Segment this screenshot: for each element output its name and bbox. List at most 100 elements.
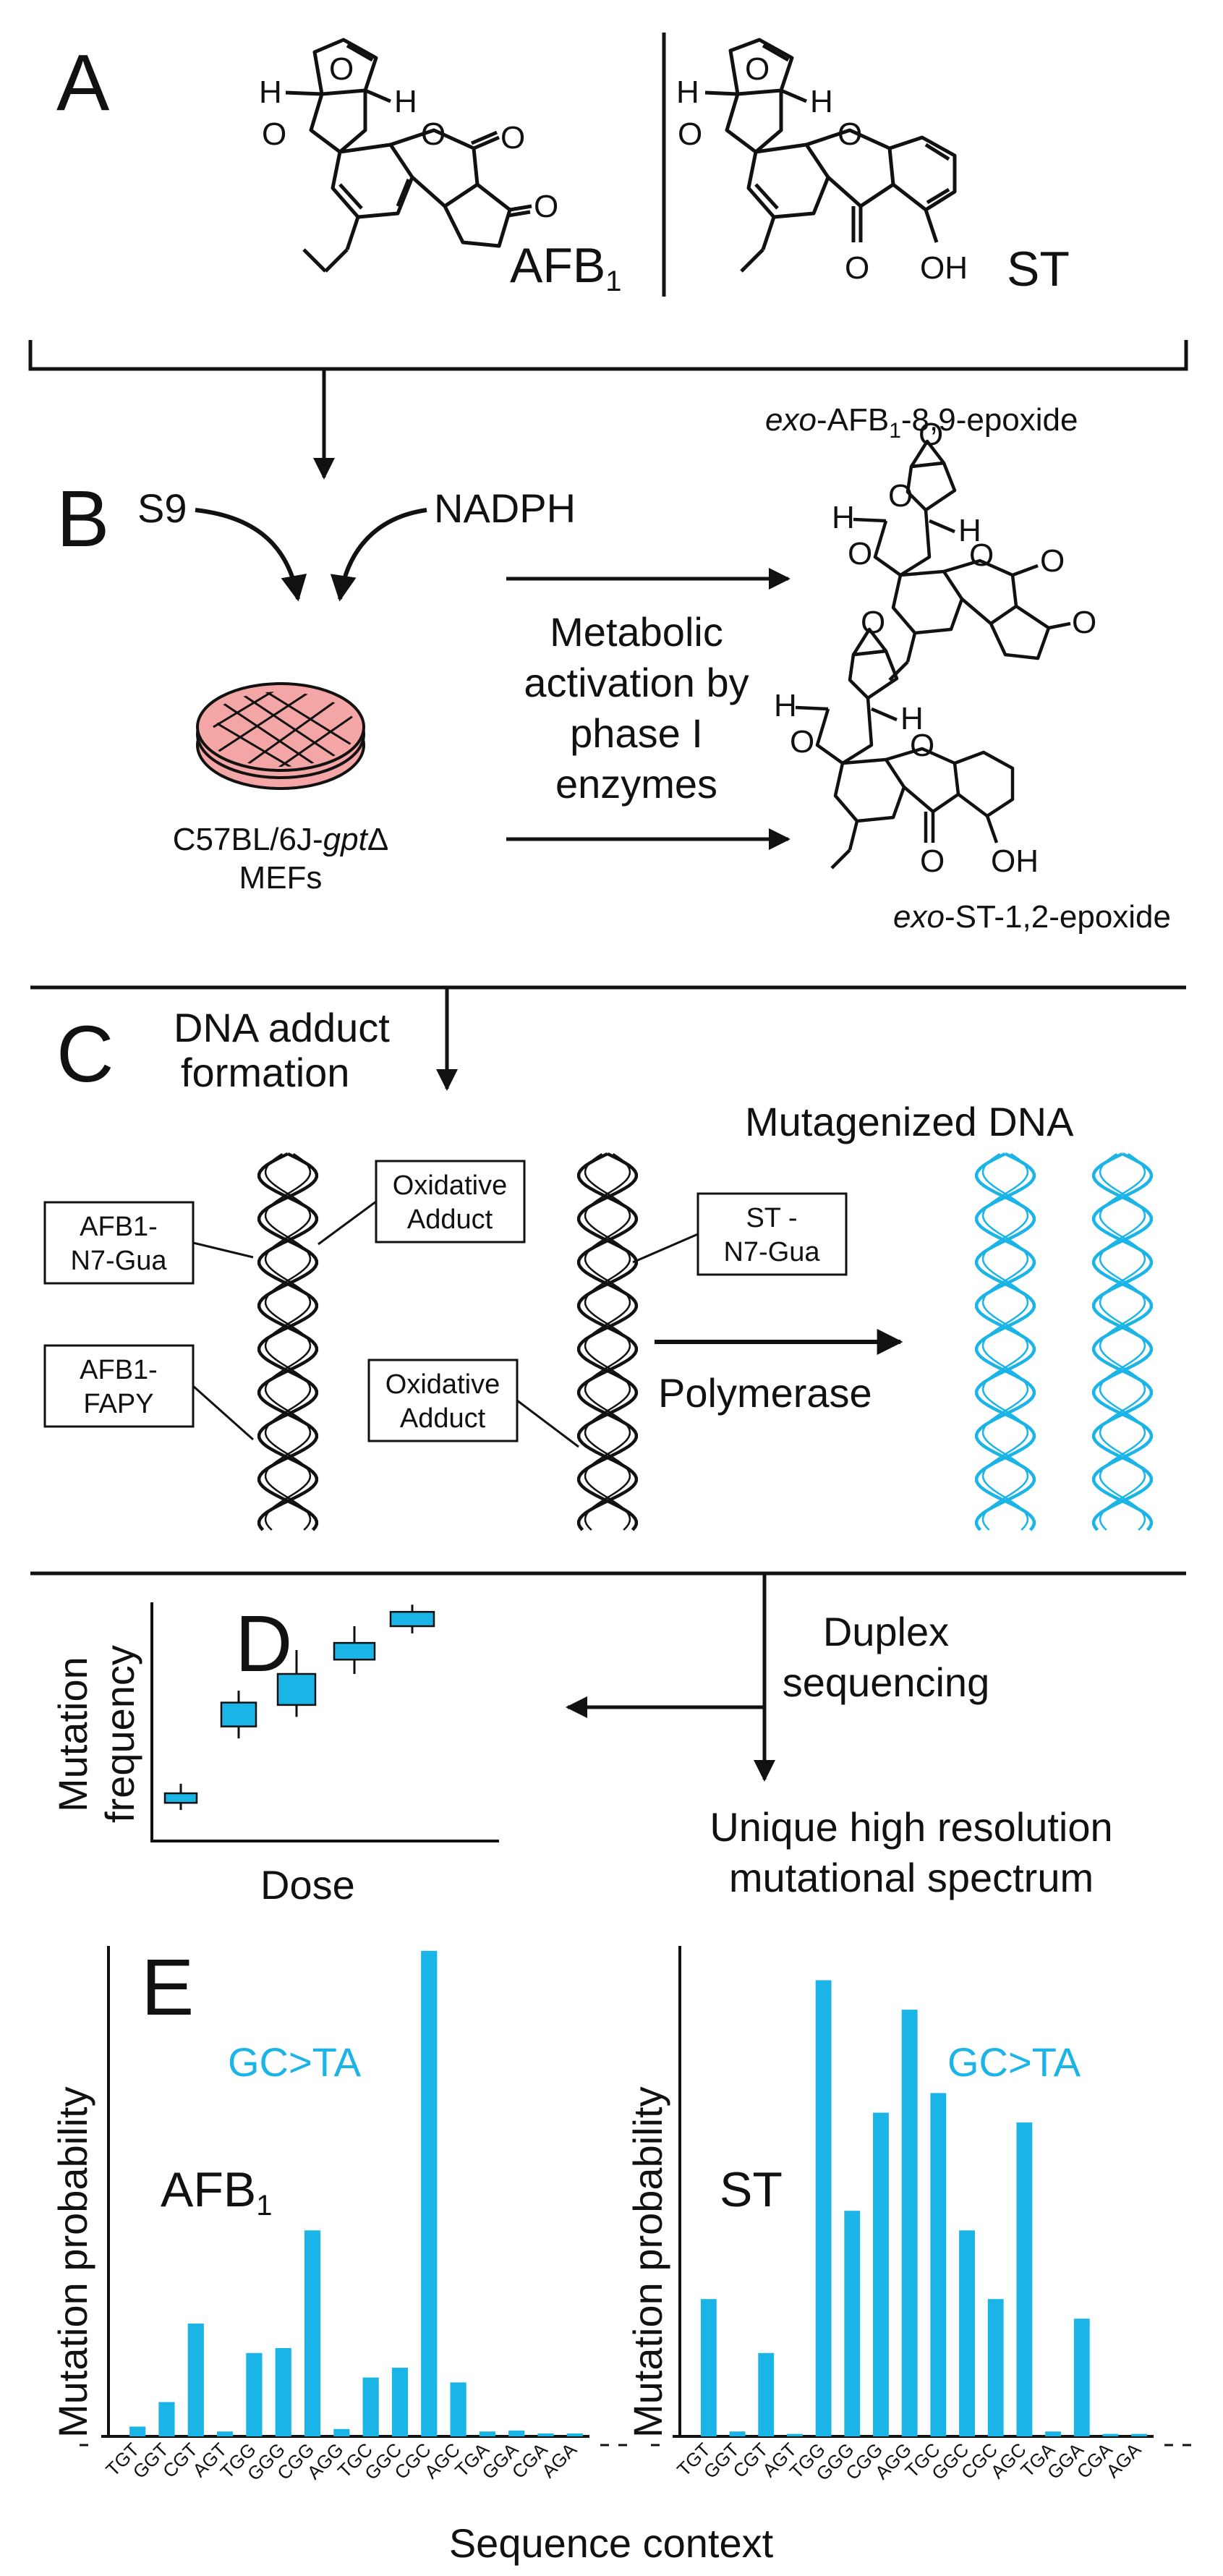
bar-aga: [566, 2433, 583, 2436]
panel-c-letter: C: [56, 1010, 114, 1099]
svg-text:H: H: [900, 701, 924, 736]
svg-text:H: H: [774, 688, 797, 723]
bar-gga: [508, 2430, 525, 2436]
activation-text: Metabolic activation by phase I enzymes: [524, 609, 749, 807]
bar-ggt: [158, 2402, 175, 2436]
afb1-o-carbonyl: O: [500, 120, 525, 156]
afb1-label: AFB1: [510, 238, 622, 297]
svg-text:O: O: [910, 728, 934, 763]
panel-a-bracket: [28, 340, 1188, 371]
st-ylabel: Mutation probability: [625, 2086, 670, 2438]
bar-tga: [479, 2431, 495, 2436]
bar-cga: [537, 2433, 554, 2436]
bar-ggc: [959, 2230, 975, 2436]
spectrum-line2: mutational spectrum: [729, 1855, 1094, 1900]
bar-ggg: [844, 2211, 861, 2436]
bar-cga: [1102, 2433, 1119, 2436]
afb1-o-ketone: O: [534, 189, 558, 224]
bar-agt: [786, 2433, 803, 2436]
svg-text:O: O: [790, 724, 814, 760]
cells-label-line2: MEFs: [239, 860, 323, 896]
svg-text:O: O: [861, 605, 885, 640]
afb1-ylabel: Mutation probability: [50, 2086, 95, 2438]
svg-text:O: O: [888, 478, 913, 514]
svg-text:O: O: [1040, 543, 1065, 579]
bar-ggt: [729, 2431, 746, 2436]
bar-tgc: [930, 2093, 947, 2436]
dose-box: [389, 1610, 435, 1628]
st-oh: OH: [920, 250, 968, 286]
panel-d: D Mutation frequency Dose Duplex sequenc…: [50, 1575, 1113, 1908]
panel-e-letter: E: [141, 1943, 194, 2032]
dna-helix-mutagenized-2: [1091, 1152, 1154, 1531]
dose-response-plot: [150, 1602, 499, 1842]
polymerase-label: Polymerase: [658, 1370, 872, 1416]
svg-text:Oxidative: Oxidative: [385, 1369, 500, 1400]
svg-text:N7-Gua: N7-Gua: [723, 1237, 820, 1267]
afb1-epoxide-structure: [853, 439, 1071, 681]
dose-xlabel: Dose: [260, 1862, 355, 1908]
svg-text:O: O: [1072, 605, 1096, 640]
bar-agg: [333, 2428, 350, 2436]
arrow-nadph: [330, 508, 427, 602]
adduct-title-line1: DNA adduct: [174, 1005, 390, 1050]
afb1-epoxide-label: exo-AFB1-8,9-epoxide: [765, 402, 1078, 443]
dna-helix-1: [257, 1152, 319, 1531]
st-o-2: O: [678, 116, 702, 152]
adduct-box-oxidative-1: Oxidative Adduct: [318, 1160, 526, 1246]
dose-axes: [150, 1602, 499, 1842]
svg-text:OH: OH: [991, 843, 1039, 879]
bar-ggg: [275, 2347, 291, 2436]
dna-helix-2: [576, 1152, 639, 1531]
svg-text:H: H: [958, 513, 981, 548]
bar-agt: [217, 2431, 234, 2436]
cells-label-line1: C57BL/6J-gptΔ: [173, 822, 388, 857]
afb1-o-lactone: O: [421, 116, 446, 152]
bar-tgt: [700, 2299, 717, 2436]
petri-dish-icon: [196, 682, 365, 790]
st-gc-label: GC>TA: [947, 2039, 1081, 2085]
bar-ggc: [391, 2368, 409, 2436]
adduct-box-afb1-n7-gua: AFB1- N7-Gua: [43, 1201, 254, 1285]
bar-agc: [450, 2382, 466, 2436]
spectrum-line1: Unique high resolution: [709, 1804, 1112, 1850]
svg-text:Metabolic: Metabolic: [550, 609, 723, 655]
st-structure: [704, 38, 957, 273]
bar-aga: [1131, 2433, 1148, 2436]
sequence-context-label: Sequence context: [449, 2520, 774, 2566]
adduct-title-line2: formation: [181, 1050, 349, 1095]
afb1-gc-label: GC>TA: [228, 2039, 362, 2085]
dna-strand-inner: [584, 1152, 631, 1531]
bar-cgc: [987, 2299, 1004, 2436]
svg-text:AFB1-: AFB1-: [80, 1355, 158, 1385]
svg-text:phase I: phase I: [570, 710, 703, 756]
afb1-h-right: H: [394, 84, 417, 119]
afb1-o-2: O: [262, 116, 286, 152]
panel-b: B S9 NADPH C57BL/6J-gptΔ MEFs: [30, 402, 1186, 1091]
dose-box: [220, 1701, 257, 1727]
adduct-box-oxidative-2: Oxidative Adduct: [367, 1359, 579, 1448]
afb1-chart-label: AFB1: [161, 2162, 273, 2222]
svg-text:N7-Gua: N7-Gua: [70, 1246, 167, 1276]
st-h-right: H: [810, 84, 833, 119]
dna-strand-inner: [981, 1152, 1029, 1531]
bar-tgg: [815, 1980, 832, 2436]
bar-tgt: [129, 2426, 146, 2436]
dna-strand-inner: [1099, 1152, 1146, 1531]
svg-text:H: H: [832, 500, 855, 535]
bar-cgg: [873, 2112, 889, 2436]
dna-strand-inner: [264, 1152, 312, 1531]
st-epoxide-structure: [795, 627, 1015, 870]
tick-aga: AGA: [1101, 2439, 1146, 2483]
svg-text:FAPY: FAPY: [83, 1389, 153, 1419]
dna-strand-inner: [584, 1152, 631, 1531]
svg-text:AFB1-: AFB1-: [80, 1212, 158, 1242]
afb1-h-left: H: [259, 75, 282, 110]
svg-text:activation by: activation by: [524, 660, 749, 705]
st-h-left: H: [676, 75, 699, 110]
svg-text:ST -: ST -: [746, 1203, 797, 1233]
dose-box: [333, 1641, 376, 1661]
svg-text:O: O: [919, 417, 943, 452]
bar-tgc: [362, 2377, 379, 2436]
